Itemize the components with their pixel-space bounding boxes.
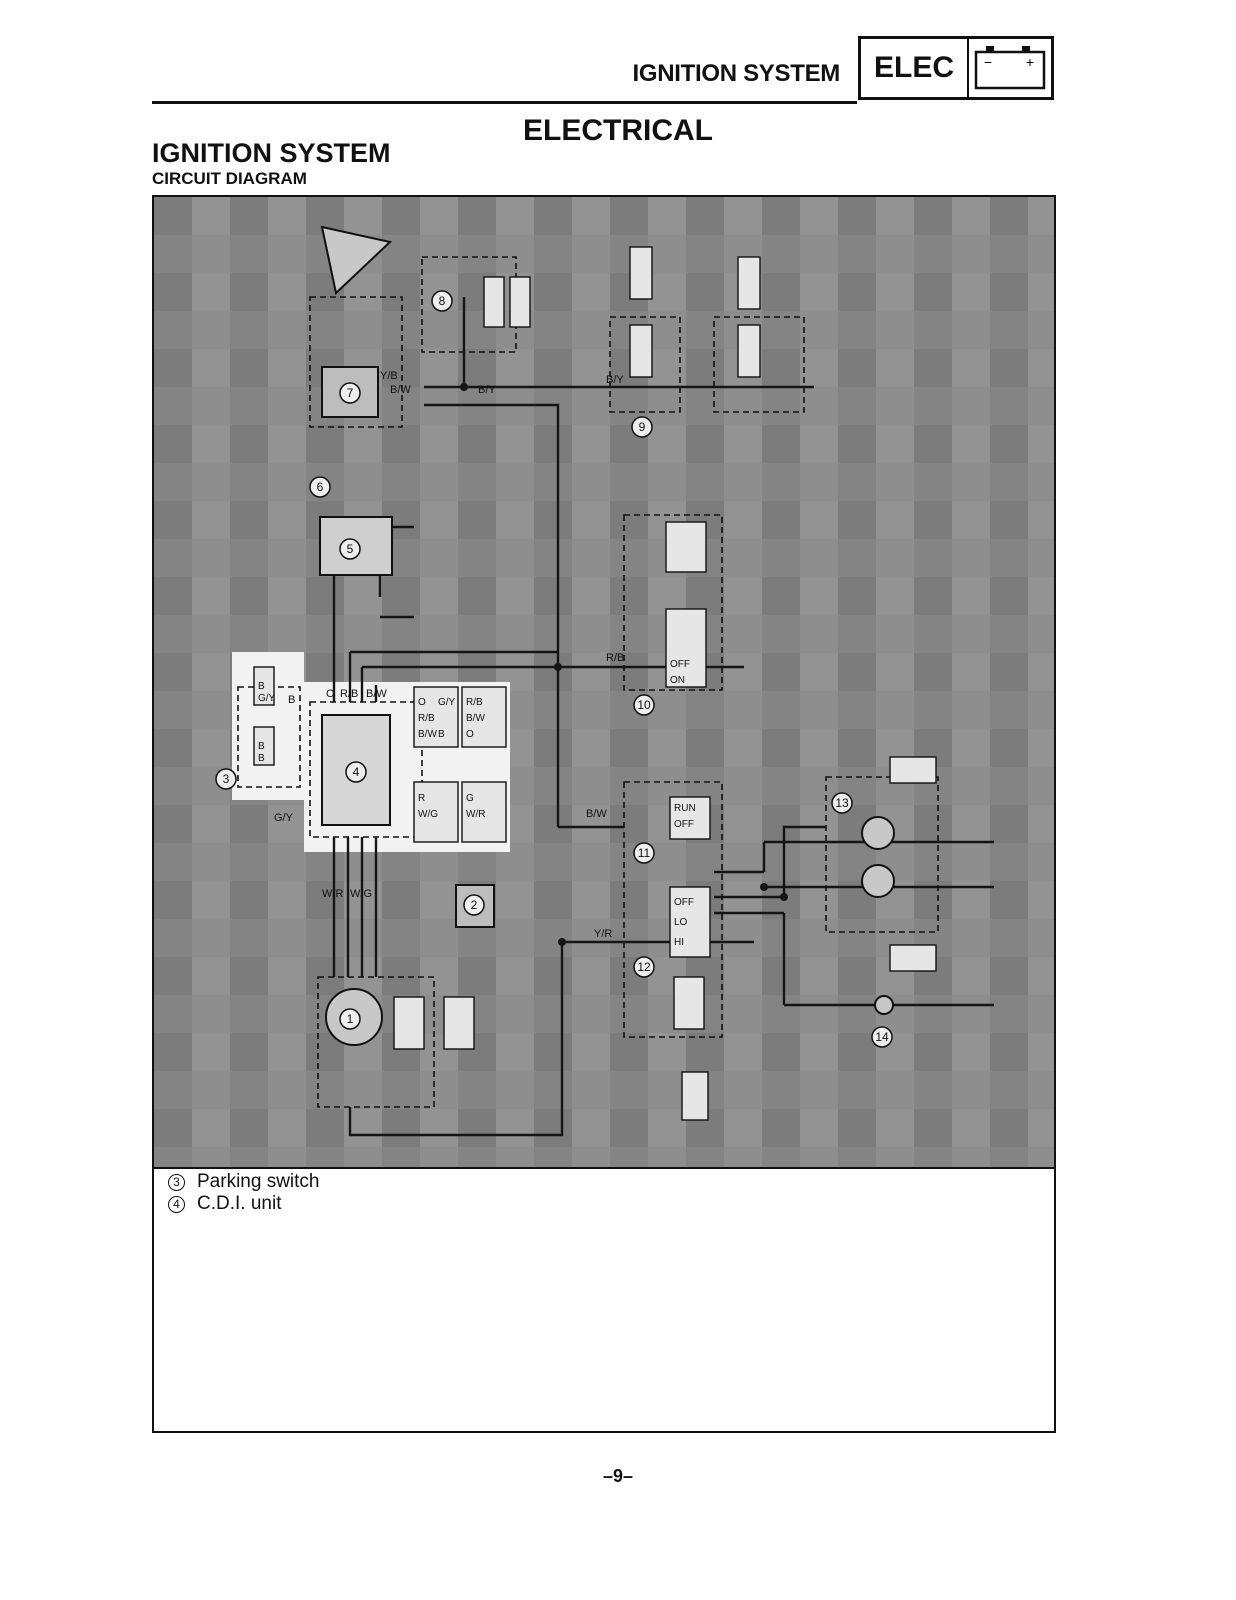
circuit-diagram: B/Y B/W Y/B B R/B B/W O G/Y W/R W/G Y/R … (154, 197, 1054, 1167)
svg-text:B: B (258, 681, 265, 692)
svg-text:6: 6 (317, 480, 324, 494)
diagram-frame: B/Y B/W Y/B B R/B B/W O G/Y W/R W/G Y/R … (152, 195, 1056, 1433)
svg-text:W/G: W/G (350, 888, 372, 900)
legend-label: C.D.I. unit (197, 1193, 282, 1214)
svg-text:B/Y: B/Y (606, 374, 624, 386)
svg-text:B/W: B/W (366, 688, 387, 700)
svg-text:RUN: RUN (674, 803, 696, 814)
elec-badge-label: ELEC (861, 39, 969, 97)
battery-icon: − + (974, 46, 1046, 90)
svg-text:W/R: W/R (322, 888, 343, 900)
svg-text:G/Y: G/Y (274, 812, 294, 824)
svg-text:9: 9 (639, 420, 646, 434)
running-header-title: IGNITION SYSTEM (632, 60, 840, 87)
svg-text:OFF: OFF (674, 819, 694, 830)
legend-number: 3 (168, 1173, 185, 1191)
svg-text:W/G: W/G (418, 809, 438, 820)
svg-text:B/W: B/W (586, 808, 607, 820)
svg-text:R/B: R/B (418, 713, 435, 724)
svg-text:Y/R: Y/R (594, 928, 612, 940)
svg-text:LO: LO (674, 917, 688, 928)
svg-text:O: O (326, 688, 335, 700)
svg-text:B/W: B/W (390, 384, 411, 396)
battery-plus: + (1026, 54, 1034, 70)
svg-text:G: G (466, 793, 474, 804)
svg-text:W/R: W/R (466, 809, 485, 820)
page-subtitle: CIRCUIT DIAGRAM (152, 169, 307, 188)
svg-text:10: 10 (637, 698, 651, 712)
svg-text:3: 3 (223, 772, 230, 786)
svg-text:13: 13 (835, 796, 849, 810)
svg-text:B/Y: B/Y (478, 384, 496, 396)
svg-text:HI: HI (674, 937, 684, 948)
svg-text:B: B (258, 753, 265, 764)
page-title: IGNITION SYSTEM (152, 138, 391, 168)
svg-text:O: O (418, 697, 426, 708)
svg-text:B: B (258, 741, 265, 752)
svg-text:B/W: B/W (466, 713, 485, 724)
svg-text:R/B: R/B (466, 697, 483, 708)
svg-text:12: 12 (637, 960, 651, 974)
svg-text:1: 1 (347, 1012, 354, 1026)
header-rule (152, 101, 857, 104)
legend-item: 3 Parking switch (168, 1171, 1054, 1193)
section-heading: ELECTRICAL (523, 114, 713, 147)
svg-text:4: 4 (353, 765, 360, 779)
svg-text:B: B (288, 694, 295, 706)
legend: 3 Parking switch 4 C.D.I. unit (154, 1167, 1054, 1431)
elec-badge: ELEC − + (858, 36, 1054, 100)
svg-text:OFF: OFF (674, 897, 694, 908)
svg-text:R: R (418, 793, 425, 804)
page-number: –9– (602, 1466, 634, 1486)
battery-minus: − (984, 54, 992, 70)
svg-text:R/B: R/B (340, 688, 358, 700)
legend-item: 4 C.D.I. unit (168, 1193, 1054, 1215)
svg-text:14: 14 (875, 1030, 889, 1044)
svg-text:R/B: R/B (606, 652, 624, 664)
svg-text:5: 5 (347, 542, 354, 556)
svg-text:8: 8 (439, 294, 446, 308)
svg-text:Y/B: Y/B (380, 370, 398, 382)
circuit-diagram-svg: B/Y B/W Y/B B R/B B/W O G/Y W/R W/G Y/R … (154, 197, 1054, 1167)
legend-number: 4 (168, 1195, 185, 1213)
svg-text:11: 11 (638, 846, 651, 860)
svg-text:ON: ON (670, 675, 685, 686)
svg-text:O: O (466, 729, 474, 740)
svg-text:B/W: B/W (418, 729, 437, 740)
svg-text:G/Y: G/Y (258, 693, 276, 704)
svg-text:7: 7 (347, 386, 354, 400)
legend-label: Parking switch (197, 1171, 320, 1192)
svg-text:B: B (438, 729, 445, 740)
svg-text:2: 2 (471, 898, 478, 912)
svg-text:OFF: OFF (670, 659, 690, 670)
svg-text:G/Y: G/Y (438, 697, 456, 708)
